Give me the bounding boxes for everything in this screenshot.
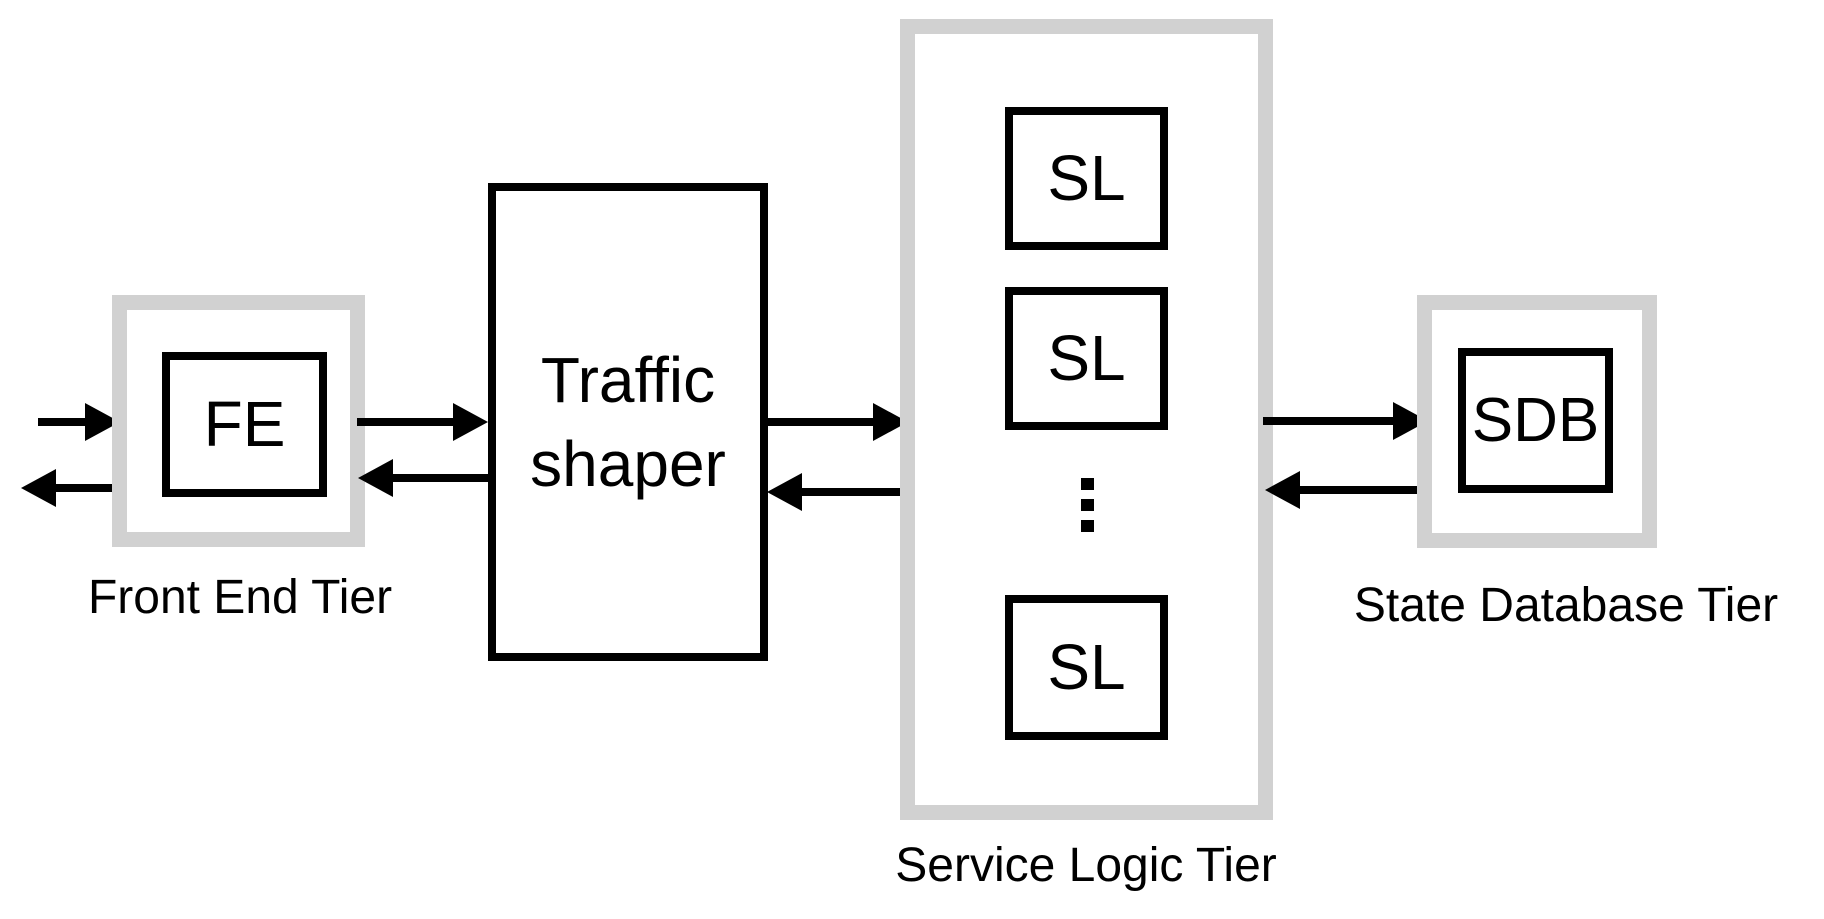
traffic-shaper-label: Traffic shaper [530, 343, 726, 500]
sl-node-label: SL [1047, 631, 1126, 704]
state-database-tier-frame [1417, 295, 1657, 548]
arrow-shaper-to-service-logic [768, 403, 908, 441]
sdb-node-label: SDB [1471, 385, 1600, 455]
arrow-outgoing-response [21, 469, 115, 507]
ellipsis-dot [1081, 520, 1094, 532]
arrow-shaper-to-fe [358, 459, 488, 497]
service-logic-tier-label: Service Logic Tier [895, 839, 1277, 892]
arrow-shaft [795, 488, 910, 496]
arrow-shaft [386, 474, 488, 482]
arrow-shaft [768, 418, 880, 426]
front-end-tier-label: Front End Tier [87, 571, 393, 624]
ellipsis-dot [1081, 478, 1094, 490]
arrowhead-left-icon [358, 459, 393, 497]
vertical-ellipsis-icon [1081, 478, 1094, 532]
sl-node-label: SL [1047, 322, 1126, 395]
sl-node: SL [1005, 287, 1168, 430]
arrow-shaft [38, 418, 92, 426]
state-database-tier-label: State Database Tier [1353, 579, 1779, 632]
sdb-node: SDB [1458, 348, 1613, 493]
arrow-shaft [1263, 417, 1400, 425]
ellipsis-dot [1081, 499, 1094, 511]
arrowhead-right-icon [453, 403, 488, 441]
arrow-shaft [49, 484, 115, 492]
traffic-shaper-node: Traffic shaper [488, 183, 768, 661]
sl-node: SL [1005, 595, 1168, 740]
arrow-shaft [357, 418, 460, 426]
arrow-incoming-request [38, 403, 120, 441]
arrowhead-left-icon [1265, 471, 1300, 509]
fe-node-label: FE [203, 388, 286, 461]
sl-node-label: SL [1047, 142, 1126, 215]
arrow-service-logic-to-shaper [767, 473, 910, 511]
fe-node: FE [162, 352, 327, 497]
arrow-shaft [1293, 486, 1428, 494]
arrow-sdb-to-service-logic [1265, 471, 1428, 509]
arrow-fe-to-shaper [357, 403, 488, 441]
sl-node: SL [1005, 107, 1168, 250]
arrow-service-logic-to-sdb [1263, 402, 1428, 440]
arrowhead-left-icon [21, 469, 56, 507]
arrowhead-left-icon [767, 473, 802, 511]
